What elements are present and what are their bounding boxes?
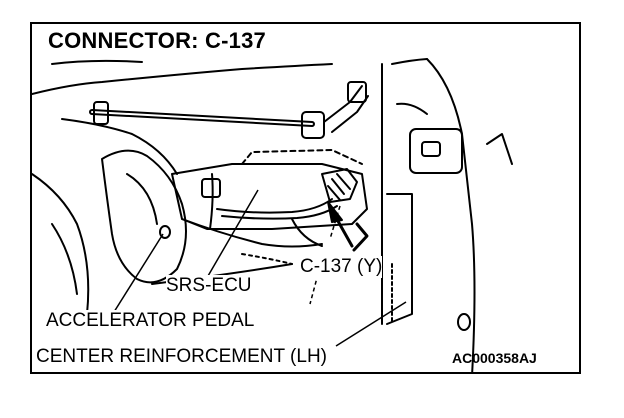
vehicle-illustration [32,58,513,372]
leader-ecu [207,189,259,277]
figure-code: AC000358AJ [452,350,537,366]
label-accelerator-pedal: ACCELERATOR PEDAL [46,310,255,332]
leader-reinforcement [335,301,407,347]
leader-pedal [113,233,164,313]
figure-title: CONNECTOR: C-137 [46,28,268,54]
leader-connector-lower [309,273,319,305]
label-connector: C-137 (Y) [300,256,383,278]
figure-frame: CONNECTOR: C-137 C-137 (Y) SRS-ECU ACCEL… [30,22,581,374]
leader-connector [329,205,341,240]
label-srs-ecu: SRS-ECU [166,275,252,297]
label-center-reinforcement: CENTER REINFORCEMENT (LH) [36,346,327,368]
